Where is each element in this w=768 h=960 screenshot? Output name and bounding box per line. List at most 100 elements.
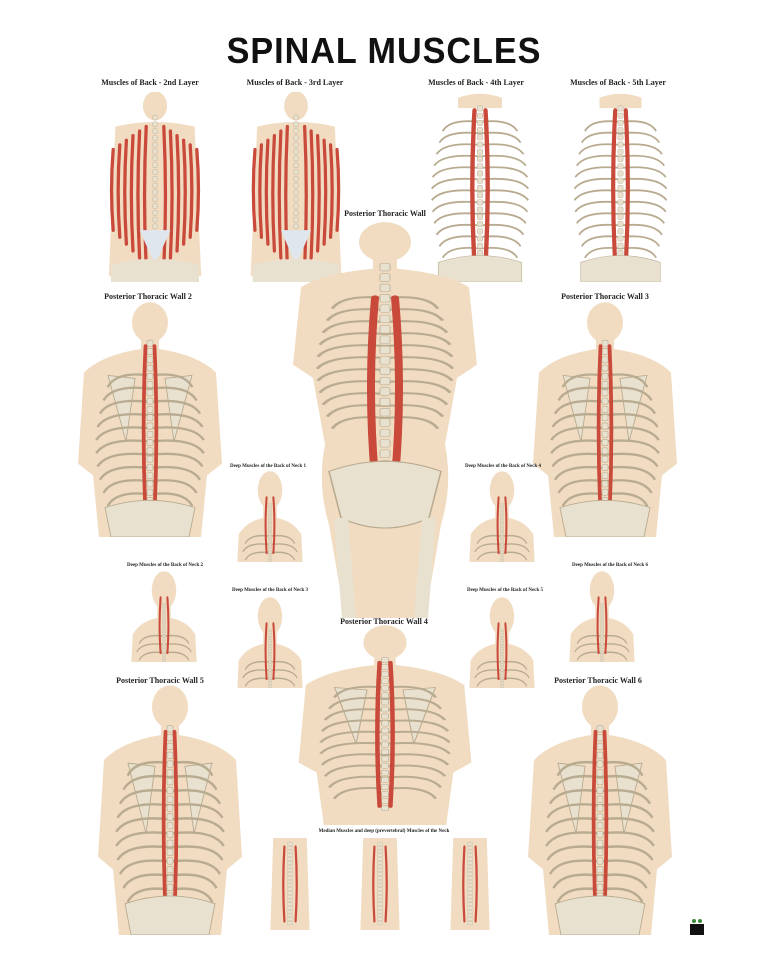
vertebra — [600, 602, 604, 606]
vertebra — [146, 414, 154, 422]
vertebra — [268, 518, 272, 522]
vertebra — [477, 134, 483, 141]
vertebra — [617, 235, 624, 242]
vertebra — [500, 634, 504, 637]
rib — [330, 416, 386, 430]
rib — [325, 404, 386, 418]
heading-wall5: Posterior Thoracic Wall 5 — [116, 676, 204, 685]
vertebra — [477, 206, 483, 213]
vertebra — [152, 114, 158, 121]
vertebra — [293, 210, 299, 216]
vertebra — [600, 608, 604, 611]
vertebra — [500, 559, 504, 562]
vertebra — [268, 685, 272, 688]
muscle — [161, 729, 168, 914]
vertebra — [477, 177, 483, 184]
vertebra — [477, 105, 483, 112]
vertebra — [146, 472, 154, 480]
head — [284, 92, 308, 121]
heading-neck1: Deep Muscles of the Back of Neck 1 — [230, 464, 306, 469]
vertebra — [152, 128, 158, 134]
vertebra — [381, 769, 389, 776]
rib — [576, 634, 603, 645]
vertebra — [152, 203, 158, 209]
vertebra — [152, 169, 158, 175]
rib — [316, 344, 386, 358]
vertebra — [146, 439, 154, 446]
head — [363, 625, 407, 660]
head — [489, 471, 515, 510]
vertebra — [600, 659, 604, 662]
vertebra — [152, 148, 158, 155]
vertebra — [381, 657, 389, 663]
vertebra — [287, 876, 293, 880]
vertebra — [381, 784, 389, 790]
vertebra — [601, 373, 609, 380]
vertebra — [287, 861, 293, 865]
vertebra — [601, 455, 609, 463]
muscle — [282, 845, 286, 923]
vertebra — [381, 734, 389, 741]
vertebra — [268, 510, 272, 514]
vertebra — [617, 177, 624, 184]
vertebra — [162, 616, 166, 619]
figure-wall2 — [75, 302, 225, 537]
vertebra — [152, 142, 158, 148]
vertebra — [617, 127, 624, 134]
muscle — [504, 622, 508, 681]
vertebra — [467, 895, 473, 899]
vertebra — [152, 121, 158, 128]
vertebra — [617, 213, 624, 220]
vertebra — [596, 778, 604, 786]
vertebra — [500, 658, 504, 661]
vertebra — [477, 235, 483, 242]
vertebra — [287, 849, 293, 854]
vertebra — [293, 203, 299, 209]
vertebra — [152, 182, 158, 189]
vertebra — [166, 830, 174, 839]
vertebra — [500, 553, 504, 557]
heading-layer5: Muscles of Back - 5th Layer — [570, 78, 666, 87]
vertebra — [600, 640, 604, 643]
vertebra — [381, 777, 389, 783]
muscle — [372, 845, 376, 923]
vertebra — [617, 163, 624, 170]
muscle — [195, 147, 201, 232]
vertebra — [500, 556, 504, 559]
heading-wall1: Posterior Thoracic Wall — [344, 209, 426, 218]
vertebra — [617, 228, 624, 235]
muscle — [141, 344, 148, 517]
vertebra — [500, 679, 504, 683]
vertebra — [287, 864, 293, 869]
vertebra — [601, 381, 609, 388]
vertebra — [166, 883, 174, 891]
vertebra — [162, 605, 166, 608]
vertebra — [162, 637, 166, 641]
vertebra — [377, 917, 383, 921]
muscle — [129, 134, 135, 253]
pelvis — [252, 258, 340, 282]
muscle — [258, 143, 264, 239]
vertebra — [287, 880, 293, 884]
vertebra — [152, 135, 158, 141]
vertebra — [268, 644, 272, 648]
vertebra — [379, 283, 391, 292]
vertebra — [287, 872, 293, 876]
vertebra — [268, 556, 272, 559]
muscle — [591, 729, 598, 914]
vertebra — [500, 685, 504, 688]
vertebra — [477, 170, 483, 177]
figure-neck2 — [130, 570, 198, 662]
vertebra — [600, 651, 604, 654]
rib — [384, 416, 440, 430]
vertebra — [467, 846, 473, 850]
muscle — [172, 729, 179, 914]
head — [489, 597, 515, 636]
vertebra — [162, 651, 166, 654]
figure-wall3 — [530, 302, 680, 537]
vertebra — [600, 618, 604, 622]
vertebra — [477, 228, 483, 235]
vertebra — [596, 848, 604, 856]
vertebra — [477, 112, 483, 119]
rib — [384, 404, 445, 418]
